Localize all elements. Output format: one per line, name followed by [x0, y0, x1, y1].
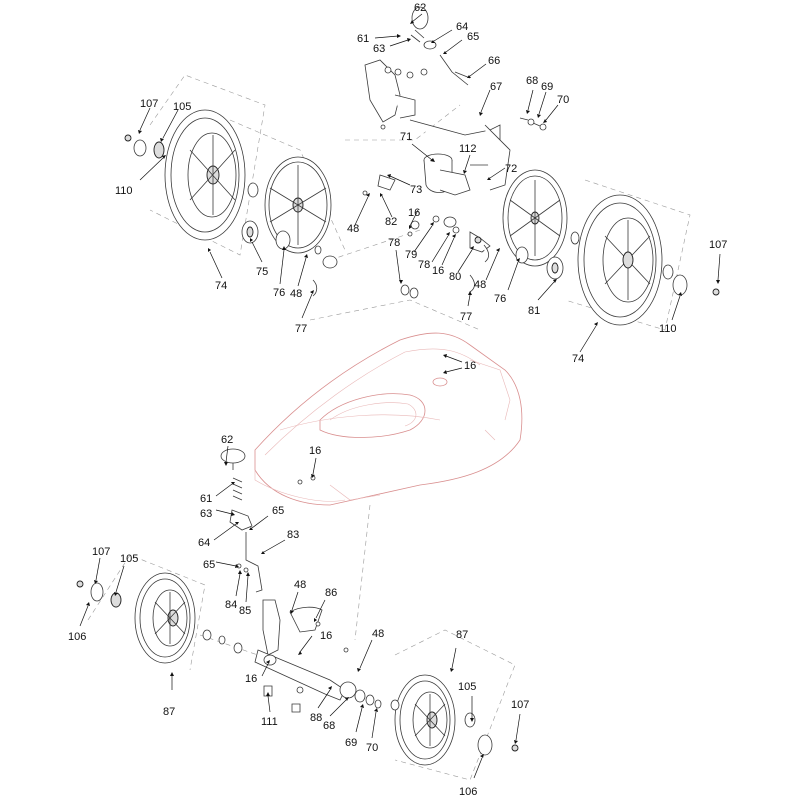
- wheel-front-left: [76, 572, 243, 664]
- callout-84: 84: [225, 599, 237, 611]
- callout-79: 79: [405, 249, 417, 261]
- callout-107: 107: [92, 546, 110, 558]
- callout-48: 48: [372, 628, 384, 640]
- callout-63: 63: [373, 43, 385, 55]
- callout-81: 81: [528, 305, 540, 317]
- callout-labels: 62 61 63 64 65 66 67 68 69 70 107 105 11…: [68, 2, 727, 798]
- callout-74: 74: [572, 353, 584, 365]
- callout-67: 67: [490, 81, 502, 93]
- wheel-rear-left: [124, 109, 259, 241]
- callout-105: 105: [120, 553, 138, 565]
- callout-48: 48: [347, 223, 359, 235]
- callout-16: 16: [245, 673, 257, 685]
- callout-82: 82: [385, 216, 397, 228]
- callout-71: 71: [400, 131, 412, 143]
- callout-77: 77: [460, 311, 472, 323]
- callout-110: 110: [115, 185, 133, 197]
- callout-85: 85: [239, 605, 251, 617]
- callout-16: 16: [464, 360, 476, 372]
- callout-73: 73: [410, 184, 422, 196]
- callout-70: 70: [366, 742, 378, 754]
- callout-110: 110: [659, 323, 677, 335]
- callout-16: 16: [320, 630, 332, 642]
- callout-75: 75: [256, 266, 268, 278]
- callout-76: 76: [273, 287, 285, 299]
- drive-disc-left: [241, 156, 338, 297]
- callout-74: 74: [215, 280, 227, 292]
- callout-107: 107: [511, 699, 529, 711]
- callout-16: 16: [309, 445, 321, 457]
- callout-69: 69: [345, 737, 357, 749]
- callout-61: 61: [200, 493, 212, 505]
- callout-80: 80: [449, 271, 461, 283]
- callout-64: 64: [456, 21, 468, 33]
- callout-68: 68: [526, 75, 538, 87]
- callout-107: 107: [709, 239, 727, 251]
- callout-48: 48: [290, 288, 302, 300]
- callout-87: 87: [163, 706, 175, 718]
- callout-62: 62: [221, 434, 233, 446]
- callout-86: 86: [325, 587, 337, 599]
- callout-78: 78: [388, 237, 400, 249]
- callout-62: 62: [414, 2, 426, 14]
- callout-87: 87: [456, 629, 468, 641]
- callout-105: 105: [458, 681, 476, 693]
- callout-66: 66: [488, 55, 500, 67]
- callout-106: 106: [459, 786, 477, 798]
- callout-63: 63: [200, 508, 212, 520]
- callout-112: 112: [459, 143, 477, 155]
- callout-68: 68: [323, 720, 335, 732]
- callout-65: 65: [272, 505, 284, 517]
- mower-deck: [254, 332, 523, 506]
- callout-72: 72: [505, 163, 517, 175]
- wheel-front-right: [390, 674, 519, 766]
- callout-105: 105: [173, 101, 191, 113]
- callout-65: 65: [203, 559, 215, 571]
- callout-77: 77: [295, 323, 307, 335]
- callout-61: 61: [357, 33, 369, 45]
- callout-83: 83: [287, 529, 299, 541]
- callout-111: 111: [261, 716, 278, 728]
- callout-48: 48: [294, 579, 306, 591]
- callout-88: 88: [310, 712, 322, 724]
- callout-78: 78: [418, 259, 430, 271]
- drive-disc-right: [502, 169, 580, 280]
- callout-106: 106: [68, 631, 86, 643]
- callout-76: 76: [494, 293, 506, 305]
- callout-70: 70: [557, 94, 569, 106]
- gearbox-assembly: [362, 6, 547, 299]
- callout-16: 16: [408, 207, 420, 219]
- callout-leaders: [79, 13, 721, 779]
- callout-69: 69: [541, 81, 553, 93]
- callout-64: 64: [198, 537, 210, 549]
- callout-107: 107: [140, 98, 158, 110]
- wheel-rear-right: [577, 194, 720, 326]
- callout-48: 48: [474, 279, 486, 291]
- callout-65: 65: [467, 31, 479, 43]
- callout-16: 16: [432, 265, 444, 277]
- height-adjust-assembly: [220, 448, 382, 713]
